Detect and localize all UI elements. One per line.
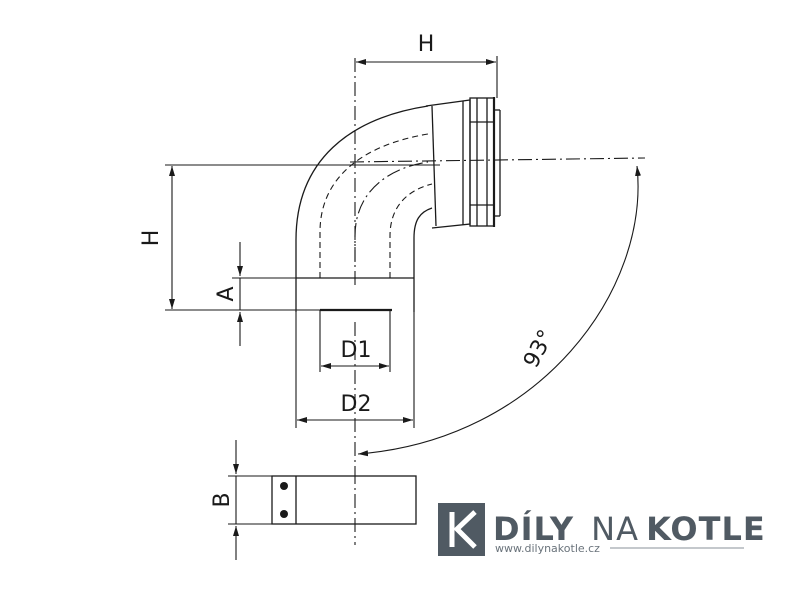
logo-word-dily: DÍLY [493, 510, 574, 548]
label-h-left: H [139, 230, 164, 247]
dimension-angle: 93° [357, 165, 642, 457]
seal-detail [271, 470, 417, 545]
elbow-pipe [295, 105, 433, 312]
logo-word-kotle: KOTLE [646, 510, 766, 548]
label-d2: D2 [341, 392, 372, 417]
logo-word-na: NA [591, 510, 639, 548]
label-h-top: H [418, 32, 435, 57]
label-b: B [210, 492, 235, 507]
logo-url: www.dilynakotle.cz [495, 542, 600, 555]
label-d1: D1 [341, 338, 372, 363]
seal-dot-bottom [280, 510, 288, 518]
svg-text:DÍLY NA KOTLE: DÍLY NA KOTLE [493, 510, 766, 548]
logo-mark [438, 503, 485, 556]
dimension-b: B [210, 440, 272, 560]
dimension-h-left: H [139, 164, 440, 311]
seal-dot-top [280, 482, 288, 490]
label-angle: 93° [519, 326, 559, 372]
label-a: A [214, 286, 239, 301]
logo-k-icon [449, 510, 477, 549]
socket-axis [349, 157, 646, 163]
brand-logo: DÍLY NA KOTLE www.dilynakotle.cz [438, 503, 766, 556]
dimension-h-top: H [356, 32, 498, 98]
dimension-d1: D1 [319, 310, 391, 372]
elbow-socket [425, 97, 501, 229]
dimension-a: A [214, 242, 296, 346]
